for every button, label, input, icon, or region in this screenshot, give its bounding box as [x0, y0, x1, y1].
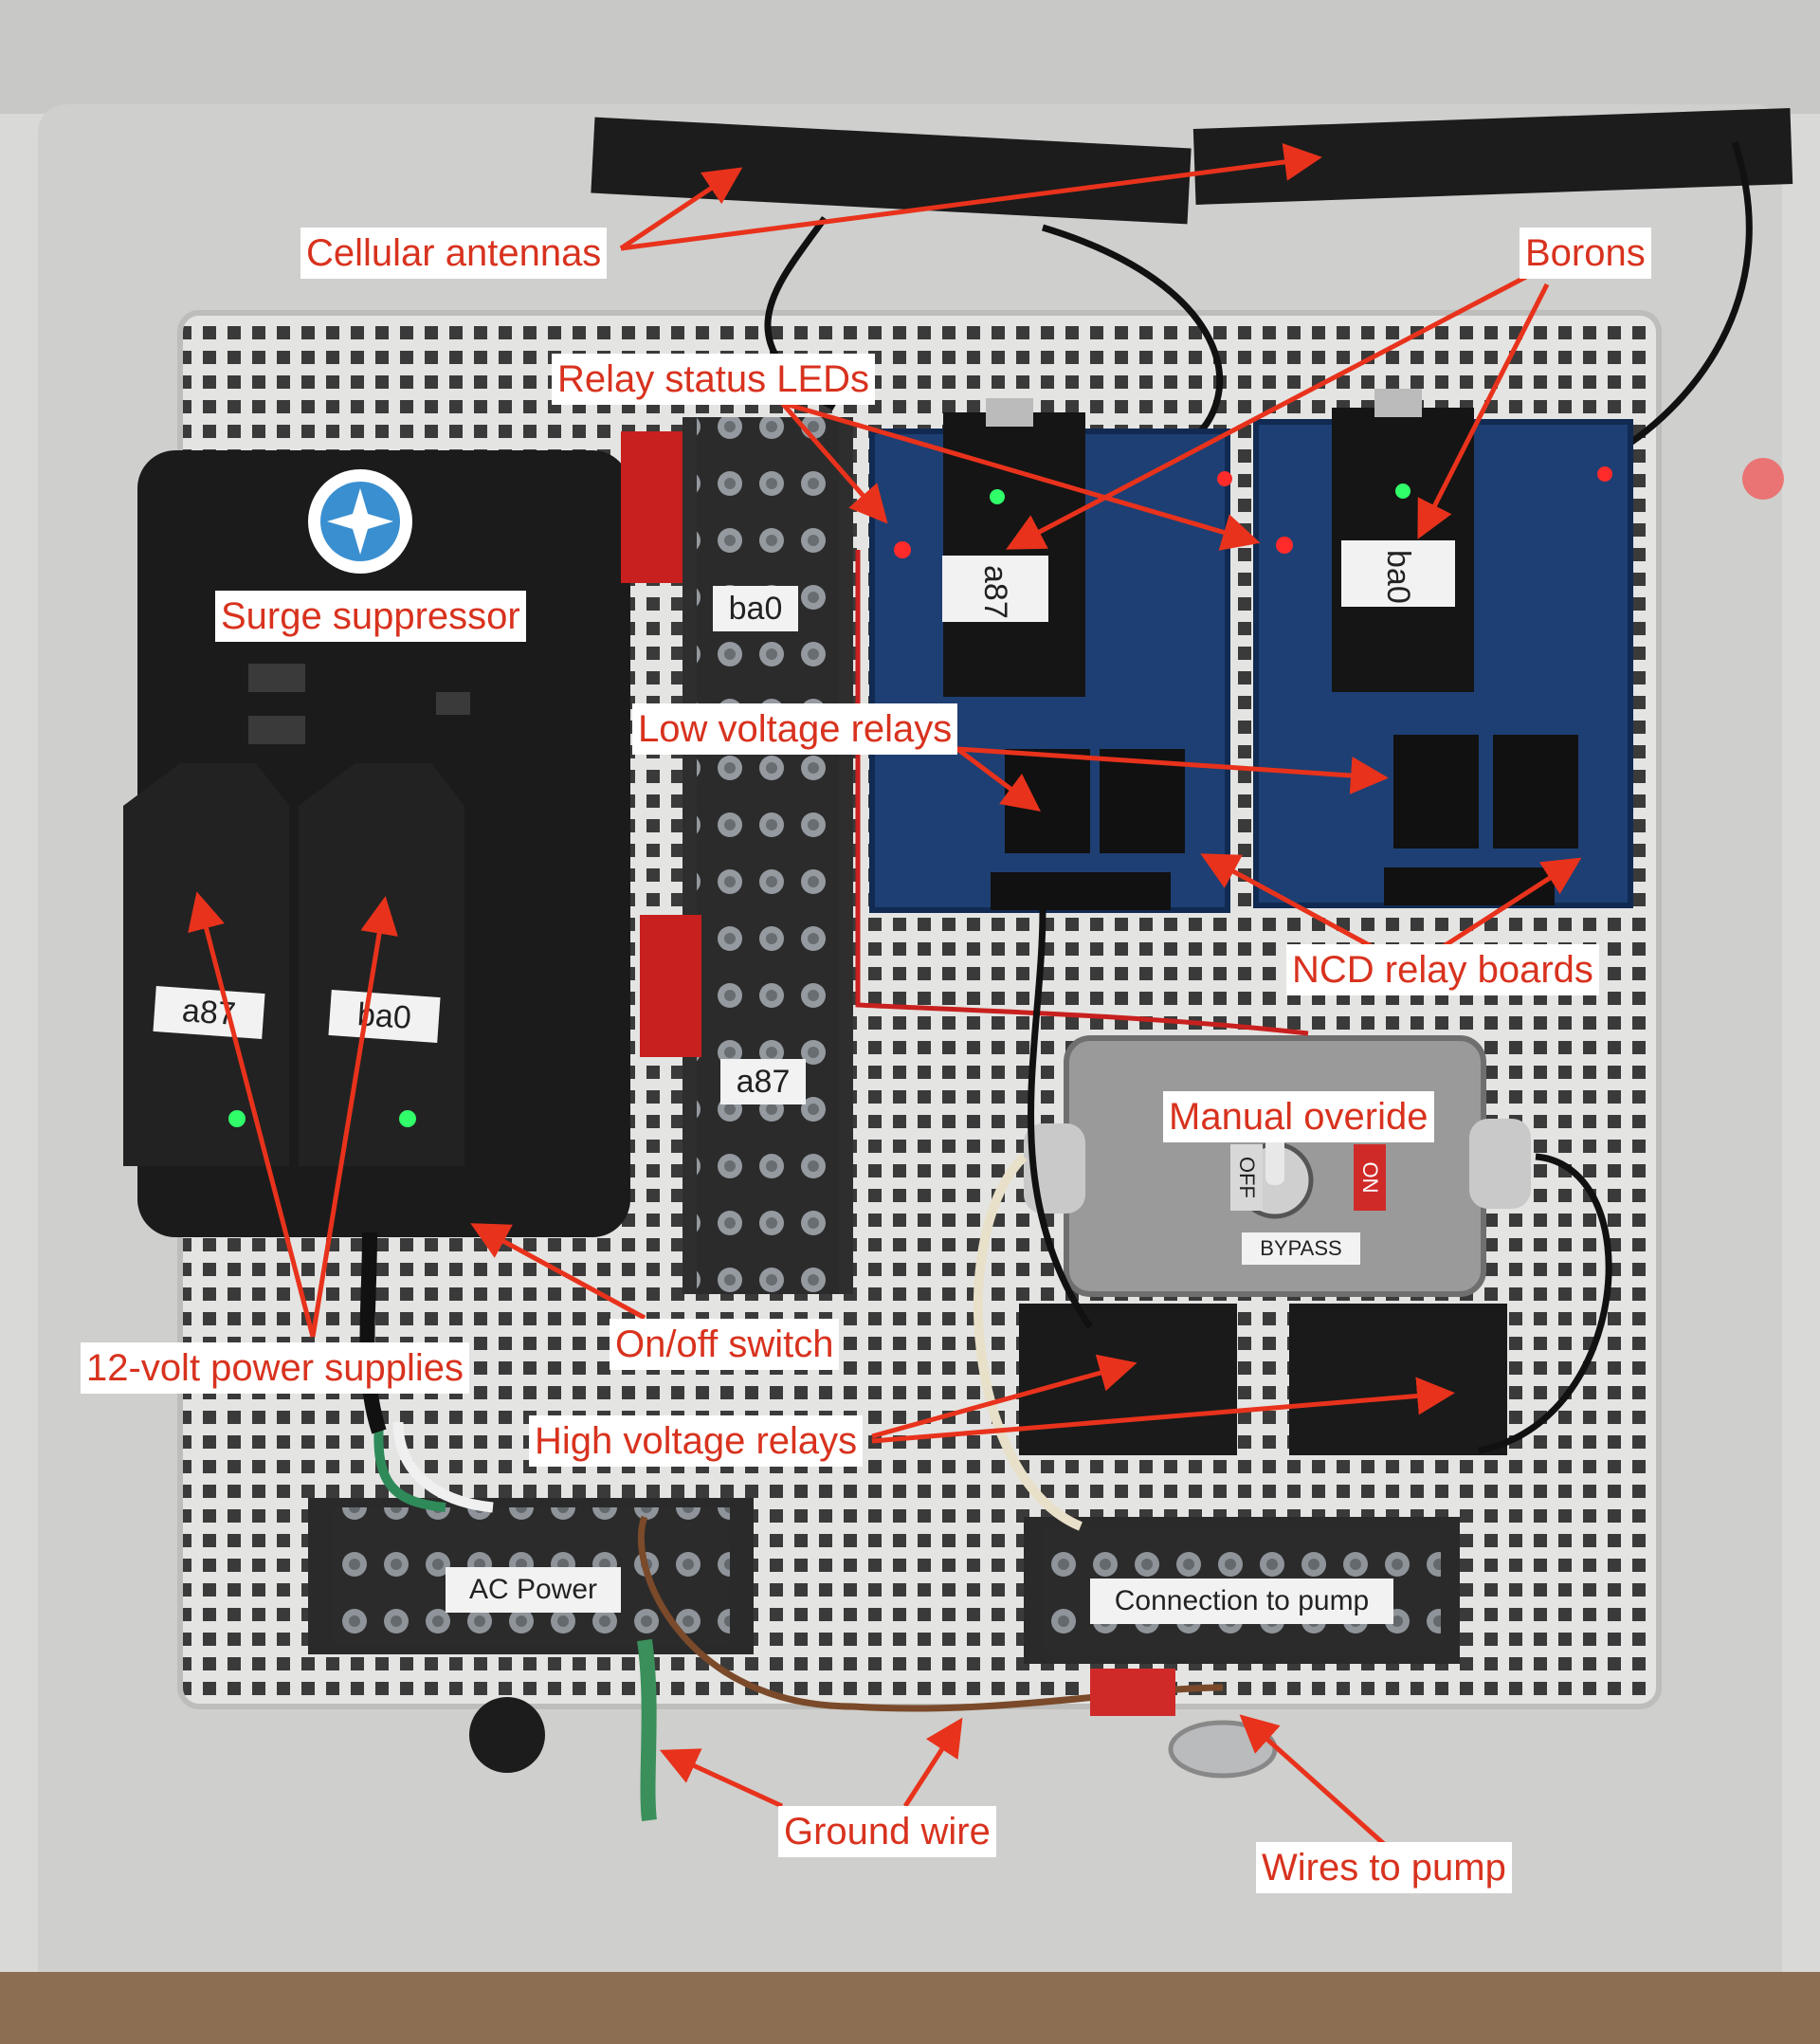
antenna-cable — [1041, 224, 1224, 448]
hv-relay — [1289, 1304, 1507, 1455]
relay-led-left — [894, 541, 911, 558]
boron-left — [943, 412, 1085, 697]
label-terminal-ba0: ba0 — [713, 586, 798, 631]
label-ac-power: AC Power — [446, 1567, 621, 1613]
green-wire — [373, 1421, 446, 1512]
white-wire — [392, 1421, 494, 1513]
boron-led-green-left — [990, 489, 1005, 504]
callout-cellular-antennas: Cellular antennas — [300, 228, 608, 279]
relay-led-right — [1276, 537, 1293, 554]
callout-relay-status-leds: Relay status LEDs — [552, 354, 876, 405]
arrow-antenna-left — [619, 167, 743, 251]
label-terminal-a87: a87 — [720, 1059, 806, 1104]
enclosure-lid-edge — [0, 0, 1820, 114]
boron-led-green-right — [1395, 484, 1410, 499]
lv-relay — [1100, 749, 1185, 853]
callout-borons: Borons — [1520, 228, 1651, 279]
antenna-cable — [1610, 140, 1753, 459]
lv-relay — [1393, 735, 1479, 849]
antenna-right — [1192, 108, 1793, 205]
callout-ncd-relay-boards: NCD relay boards — [1286, 944, 1599, 995]
callout-wires-to-pump: Wires to pump — [1256, 1842, 1512, 1893]
black-power-cord — [359, 1232, 387, 1434]
arrow-ground-brown — [902, 1717, 963, 1808]
arrow-ncd-board-left — [1200, 853, 1376, 951]
usb-port — [248, 664, 305, 692]
relay-led-left-2 — [1217, 471, 1232, 486]
arrow-hv-relay-left — [871, 1354, 1138, 1439]
floor-strip — [0, 1972, 1820, 2044]
black-wire — [1478, 1153, 1612, 1454]
black-wire — [1028, 909, 1093, 1329]
arrow-boron-left — [1006, 274, 1528, 550]
power-supply-left — [123, 763, 289, 1166]
power-supply-right — [299, 763, 464, 1166]
red-jumper — [640, 915, 701, 1057]
callout-on-off-switch: On/off switch — [610, 1319, 840, 1370]
green-ground-wire — [637, 1638, 657, 1821]
callout-manual-override: Manual overide — [1163, 1091, 1434, 1142]
relay-led-right-2 — [1597, 466, 1612, 482]
red-jumper — [621, 431, 682, 583]
arrow-power-supply-left — [188, 891, 316, 1338]
label-bypass: BYPASS — [1242, 1232, 1360, 1265]
callout-surge-suppressor: Surge suppressor — [215, 591, 526, 642]
arrow-lv-relay-right — [956, 746, 1389, 794]
callout-high-voltage-relays: High voltage relays — [529, 1415, 864, 1467]
callout-ground-wire: Ground wire — [778, 1806, 996, 1857]
supply-led-right — [399, 1110, 416, 1127]
arrow-relay-led-right — [781, 400, 1261, 551]
cable-gland — [469, 1697, 545, 1773]
supply-led-left — [228, 1110, 246, 1127]
arrow-boron-right — [1417, 283, 1550, 539]
arrow-power-supply-right — [310, 896, 398, 1338]
white-wire — [974, 1153, 1083, 1531]
arrow-antenna-right — [620, 143, 1322, 251]
arrow-relay-led-left — [780, 401, 888, 524]
arrow-on-off-switch — [470, 1223, 646, 1321]
label-connection-to-pump: Connection to pump — [1090, 1579, 1393, 1624]
ambient-red-glow — [1742, 458, 1784, 500]
lv-relay — [1493, 735, 1578, 849]
callout-low-voltage-relays: Low voltage relays — [632, 703, 958, 755]
arrow-wires-to-pump — [1239, 1714, 1386, 1846]
arrow-ground-green — [659, 1748, 784, 1809]
arrow-hv-relay-right — [871, 1377, 1455, 1444]
arrow-lv-relay-left — [956, 747, 1041, 812]
usb-port — [248, 716, 305, 744]
arrow-ncd-board-right — [1439, 857, 1582, 951]
outlet-slot — [436, 692, 470, 715]
callout-power-supplies: 12-volt power supplies — [81, 1342, 469, 1394]
